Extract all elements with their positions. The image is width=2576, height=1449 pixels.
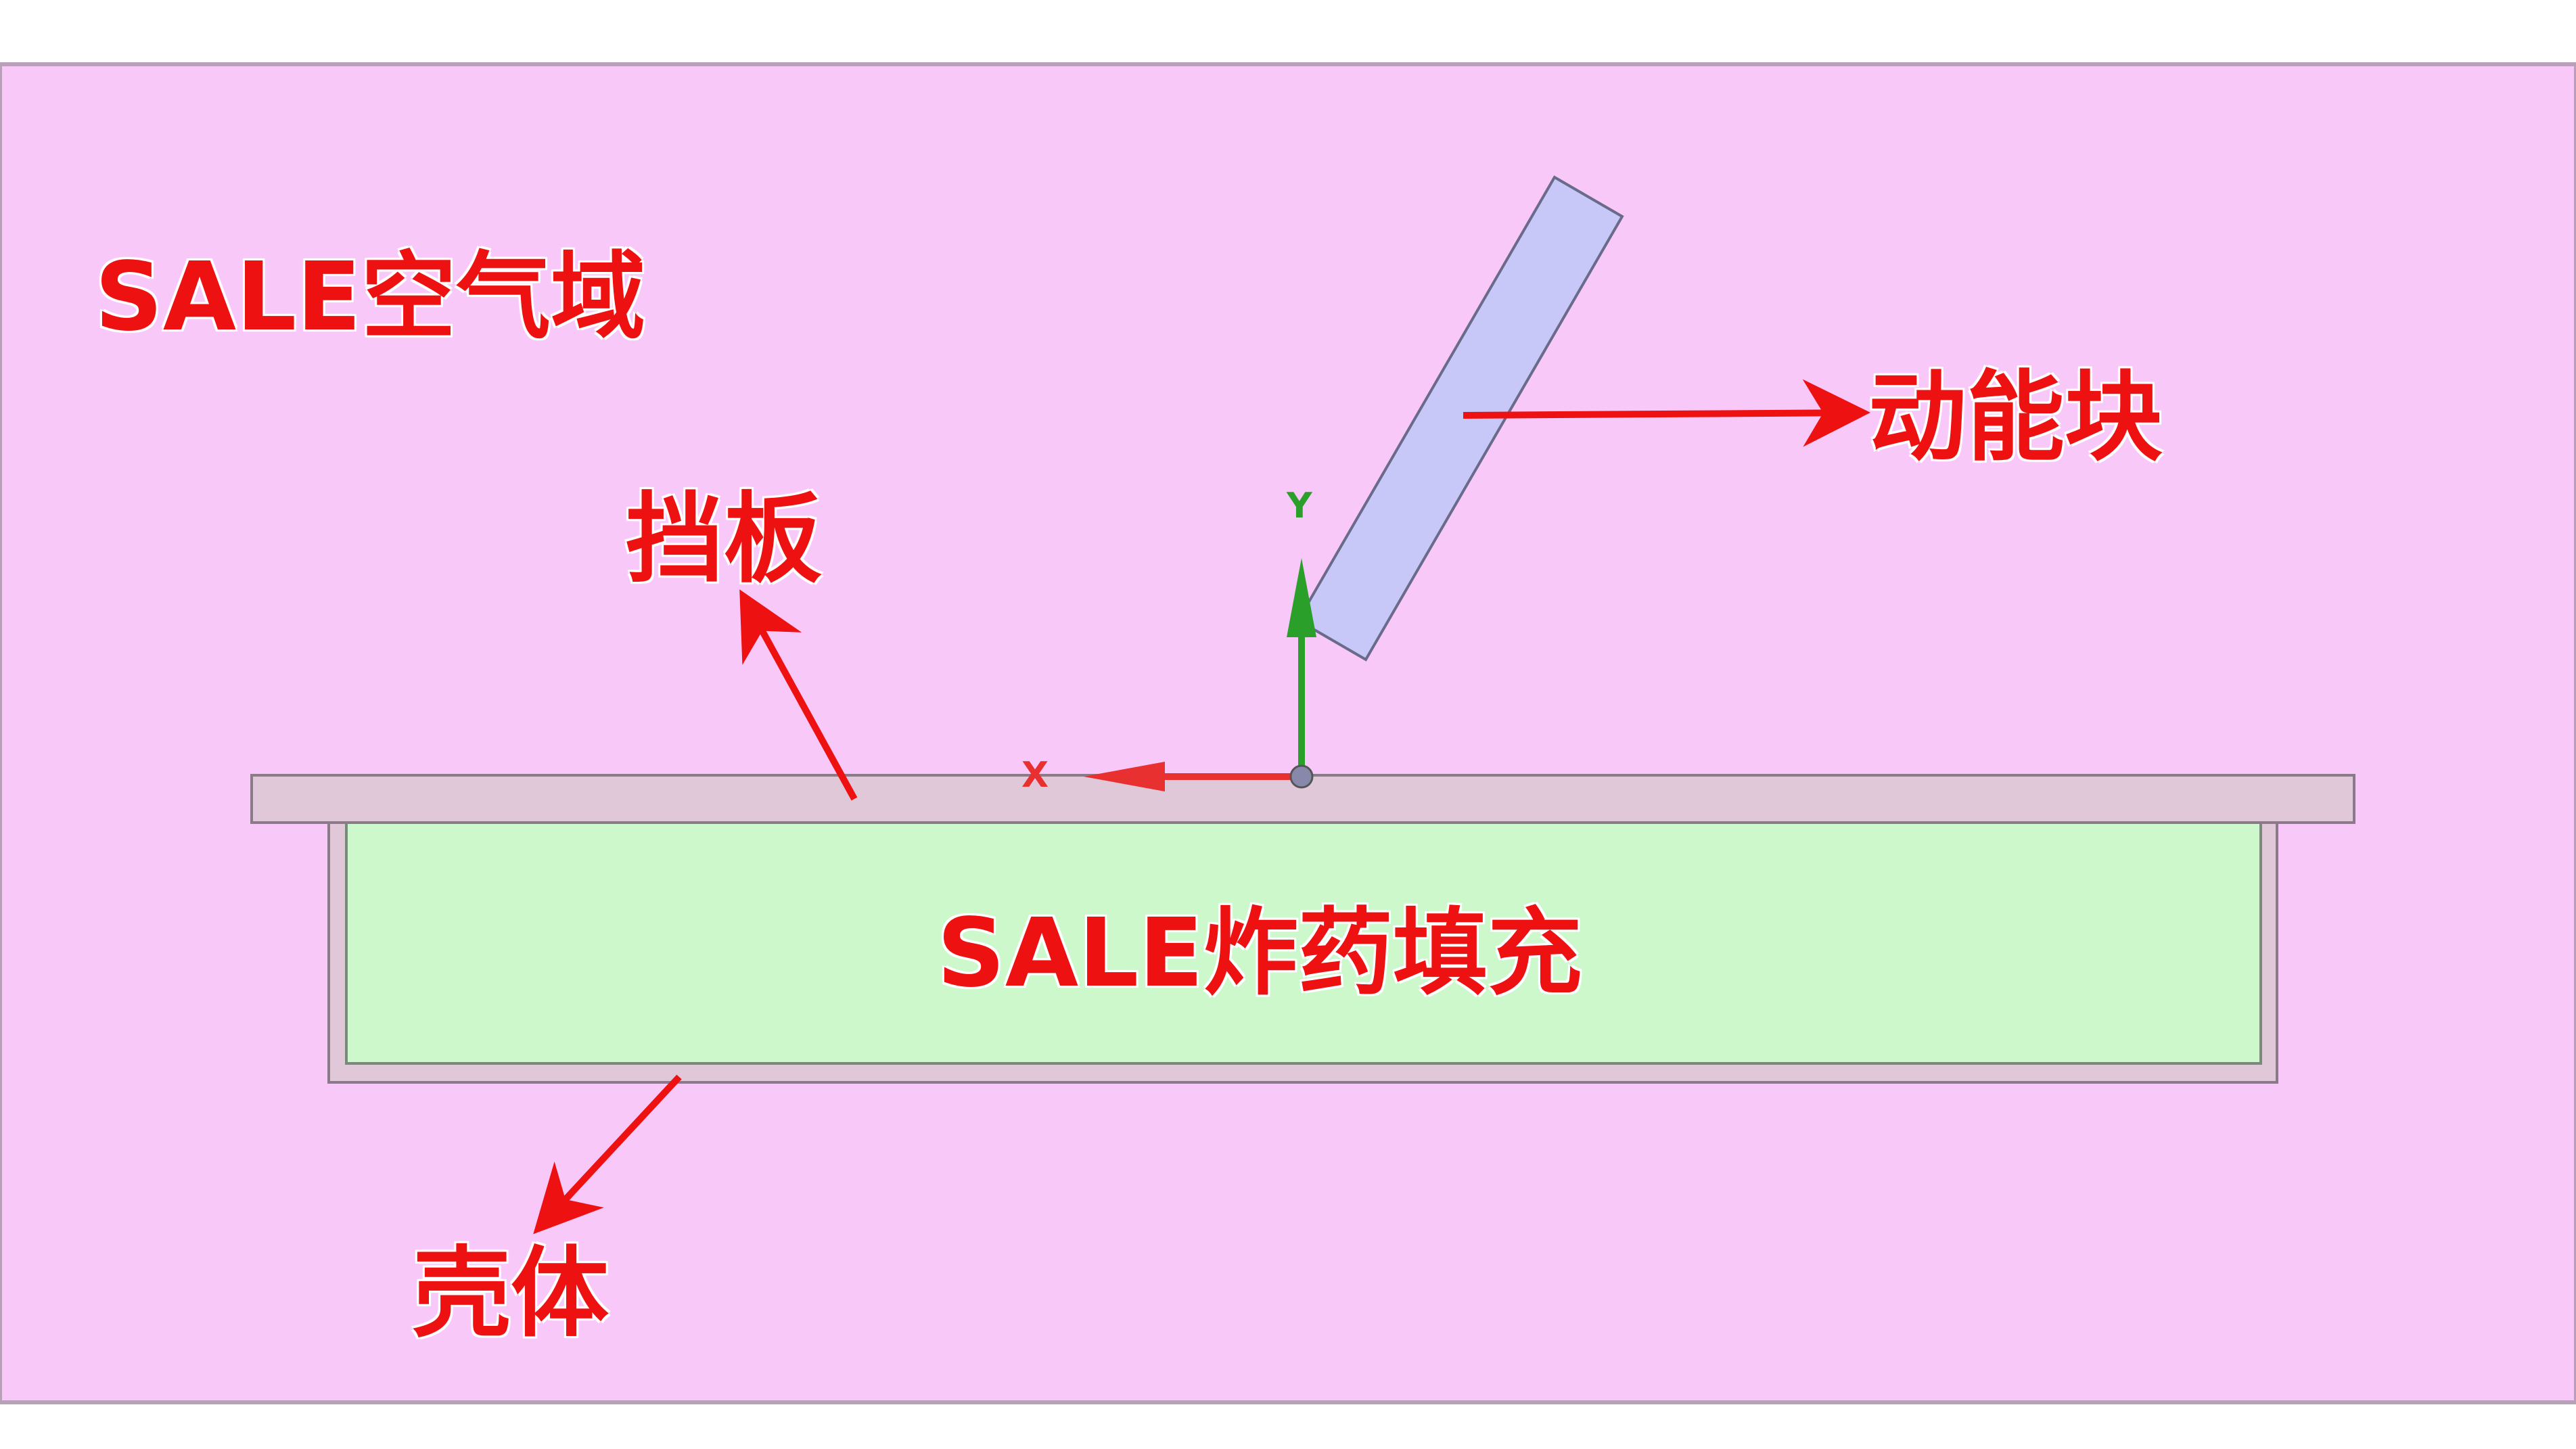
explosive-fill-label: SALE炸药填充 <box>937 898 1583 1009</box>
baffle-label: 挡板 <box>626 482 822 597</box>
x-axis-arrowhead <box>1084 762 1165 791</box>
explosive-fill <box>345 821 2262 1065</box>
y-axis-arrowhead <box>1287 558 1316 637</box>
kinetic-block-arrow <box>1463 379 1870 447</box>
kinetic-block <box>1296 175 1624 662</box>
shell-label: 壳体 <box>413 1237 609 1351</box>
shell-arrow <box>533 1074 682 1235</box>
air-domain <box>0 62 2576 1404</box>
baffle-arrow <box>739 589 858 801</box>
x-axis-label: X <box>1021 755 1049 796</box>
kinetic-block-label: 动能块 <box>1868 361 2163 475</box>
y-axis-label: Y <box>1287 486 1312 526</box>
air-domain-label: SALE空气域 <box>95 242 646 352</box>
origin-point <box>1289 764 1314 789</box>
